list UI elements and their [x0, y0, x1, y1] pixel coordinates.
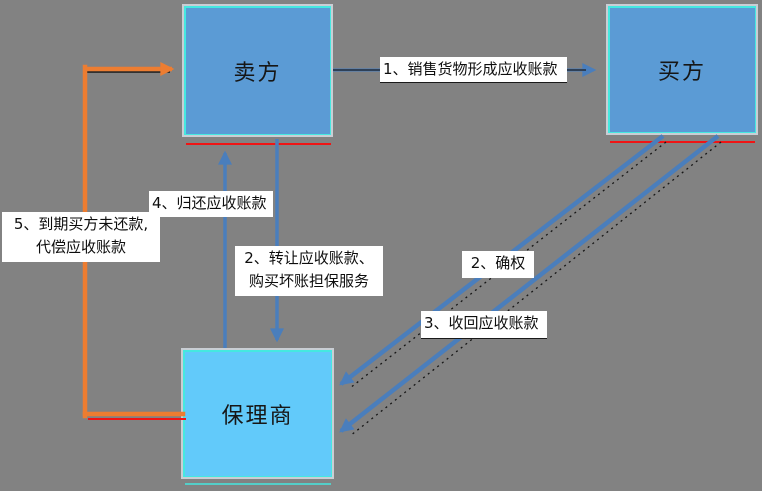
node-seller: 卖方	[182, 4, 333, 137]
edge-label-compensate-line2: 代偿应收账款	[35, 238, 126, 256]
node-factor: 保理商	[181, 348, 334, 479]
edge-label-return: 4、归还应收账款	[149, 191, 273, 217]
node-buyer-label: 买方	[657, 59, 706, 85]
edge-label-transfer: 2、转让应收账款、 购买坏账担保服务	[235, 246, 383, 296]
node-factor-label: 保理商	[221, 403, 294, 429]
arrow-collect	[339, 134, 722, 437]
edge-label-confirm: 2、确权	[462, 251, 534, 278]
edge-label-transfer-line2: 购买坏账担保服务	[248, 272, 369, 290]
edge-label-collect: 3、收回应收账款	[421, 311, 547, 339]
edge-label-compensate-line1: 5、到期买方未还款,	[13, 215, 149, 233]
node-buyer: 买方	[606, 4, 758, 135]
edge-label-compensate: 5、到期买方未还款, 代偿应收账款	[2, 212, 160, 262]
node-seller-label: 卖方	[233, 60, 282, 86]
edge-label-sale: 1、销售货物形成应收账款	[380, 57, 567, 83]
edge-label-transfer-line1: 2、转让应收账款、	[244, 249, 374, 267]
